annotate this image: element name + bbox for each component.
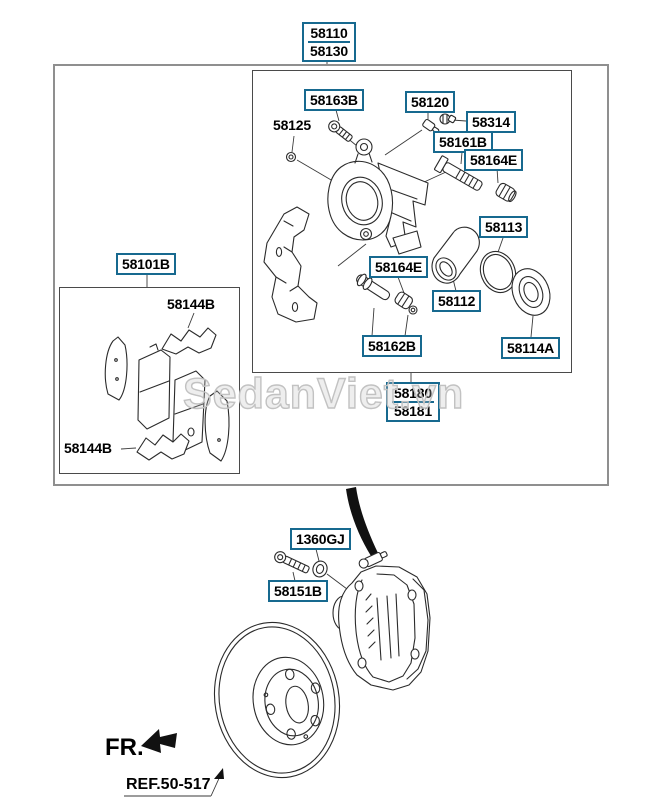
part-number: 58110 — [310, 25, 348, 41]
part-label-58163B[interactable]: 58163B — [304, 89, 364, 111]
part-label-58161B[interactable]: 58161B — [433, 131, 493, 153]
part-label-58110-58130[interactable]: 58110 58130 — [302, 22, 356, 62]
ref-arrow — [124, 768, 224, 796]
part-label-58101B[interactable]: 58101B — [116, 253, 176, 275]
disc-reference-label: REF.50-517 — [126, 776, 211, 793]
carrier-bracket-drawing — [264, 207, 317, 322]
piston-boot-drawing — [505, 263, 556, 321]
part-label-58144B-lower: 58144B — [64, 440, 112, 456]
part-label-58125: 58125 — [273, 117, 311, 133]
part-label-58162B[interactable]: 58162B — [362, 335, 422, 357]
piston-seal-drawing — [474, 246, 521, 298]
piston-drawing — [432, 227, 480, 284]
part-label-58112[interactable]: 58112 — [432, 290, 482, 312]
part-label-58120[interactable]: 58120 — [405, 91, 455, 113]
brake-pads-drawing — [105, 328, 229, 461]
part-label-58114A[interactable]: 58114A — [501, 337, 561, 359]
part-label-58113[interactable]: 58113 — [479, 216, 529, 238]
part-label-58314[interactable]: 58314 — [466, 111, 516, 133]
fr-direction-arrow — [141, 729, 177, 753]
part-label-58144B-upper: 58144B — [167, 296, 215, 312]
pin-bushing-drawing — [393, 291, 413, 311]
brake-disc-drawing — [202, 612, 351, 787]
part-label-58151B[interactable]: 58151B — [268, 580, 328, 602]
washer-spring-drawing — [287, 153, 296, 162]
assembly-frame — [53, 64, 609, 486]
front-direction-label: FR. — [105, 734, 144, 761]
pin-nut-drawing — [409, 306, 417, 314]
guide-rod-drawing — [434, 156, 484, 194]
part-number: 58181 — [392, 401, 434, 419]
rod-bushing-drawing — [495, 182, 518, 204]
pin-boot-set-drawing — [354, 272, 392, 303]
part-label-58180-58181[interactable]: 58180 58181 — [386, 382, 440, 422]
bleeder-cap-drawing — [440, 114, 456, 124]
pad-kit-frame — [59, 287, 240, 474]
leader-swoosh — [346, 487, 378, 556]
pad-spring-upper-drawing — [162, 328, 216, 354]
caliper-body-drawing — [328, 139, 428, 254]
pad-spring-lower-drawing — [137, 434, 189, 460]
part-number: 58180 — [394, 385, 432, 401]
part-label-58164E-pin[interactable]: 58164E — [369, 256, 429, 278]
part-label-1360GJ[interactable]: 1360GJ — [290, 528, 351, 550]
mounting-bolt-drawing — [273, 550, 311, 575]
caliper-assembly-drawing — [333, 549, 430, 690]
part-label-58164E-rod[interactable]: 58164E — [464, 149, 524, 171]
part-number: 58130 — [308, 41, 350, 59]
washer-drawing — [311, 559, 329, 579]
caliper-kit-frame — [252, 70, 572, 373]
guide-bolt-drawing — [326, 119, 354, 144]
